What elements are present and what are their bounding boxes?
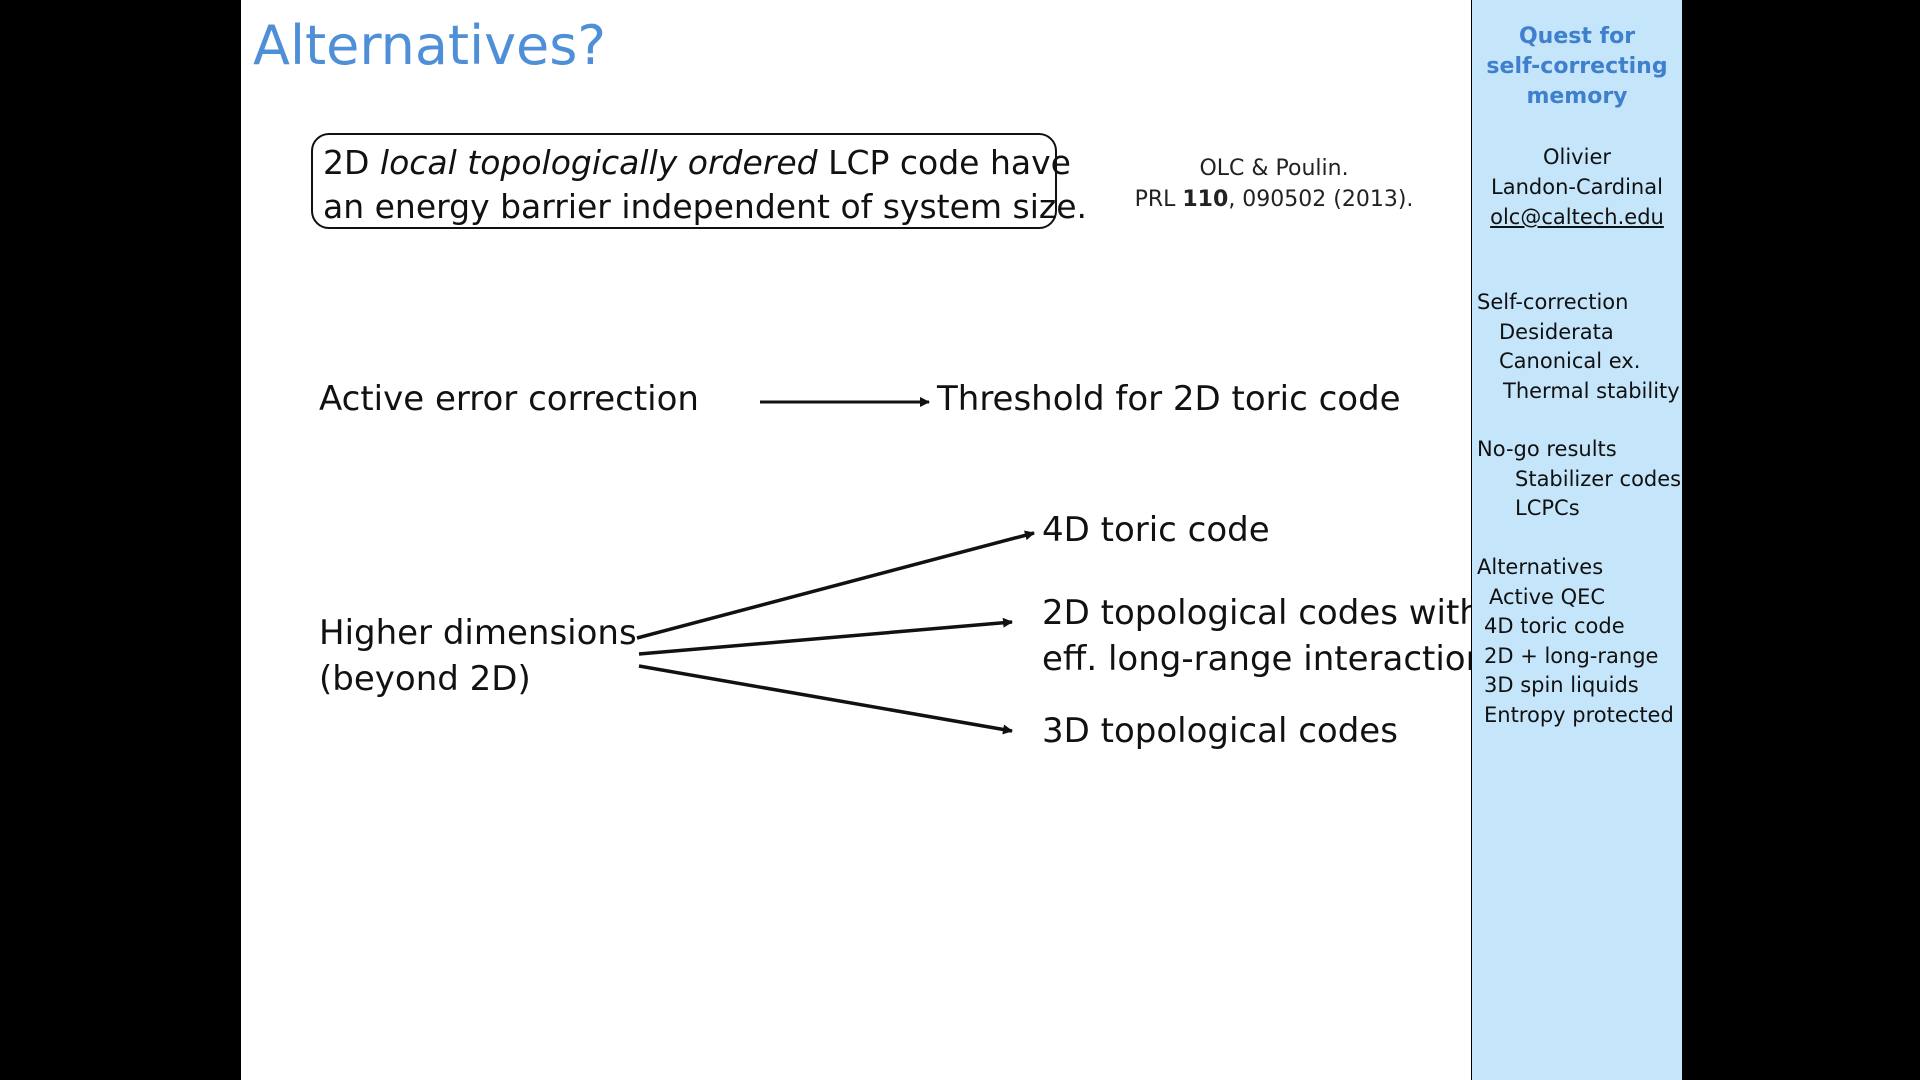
reference-volume: 110 <box>1182 187 1229 212</box>
outline-item-thermal-stability[interactable]: Thermal stability <box>1503 378 1680 403</box>
claim-line-1: 2D local topologically ordered LCP code … <box>323 141 1071 185</box>
active-error-correction-label: Active error correction <box>319 379 699 419</box>
outline-item-stabilizer[interactable]: Stabilizer codes <box>1515 466 1682 491</box>
higher-dimensions-label: Higher dimensions (beyond 2D) <box>319 610 637 702</box>
outline-item-lcpcs[interactable]: LCPCs <box>1515 496 1580 520</box>
arrow-higher-to-2d <box>638 617 1013 656</box>
sidebar-title-line-2: self-correcting <box>1486 54 1668 79</box>
topological-2d-label: 2D topological codes with eff. long-rang… <box>1042 590 1471 682</box>
sidebar-title: Quest for self-correcting memory <box>1472 22 1682 112</box>
outline-item-active-qec[interactable]: Active QEC <box>1489 584 1606 609</box>
outline-item-long-range[interactable]: 2D + long-range <box>1484 643 1659 668</box>
topological-3d-label: 3D topological codes <box>1042 711 1398 751</box>
outline-item-canonical[interactable]: Canonical ex. <box>1499 349 1641 373</box>
outline-group-nogo: No-go results Stabilizer codes LCPCs <box>1477 435 1681 524</box>
slide-title: Alternatives? <box>253 14 607 77</box>
outline-item-desiderata[interactable]: Desiderata <box>1499 319 1614 344</box>
outline-item-self-correction[interactable]: Self-correction <box>1477 290 1629 314</box>
outline-item-spin-liquids[interactable]: 3D spin liquids <box>1484 673 1639 697</box>
topological-2d-line-1: 2D topological codes with <box>1042 593 1471 633</box>
outline-item-entropy-protected[interactable]: Entropy protected <box>1484 702 1674 727</box>
author-email-link[interactable]: olc@caltech.edu <box>1490 205 1664 229</box>
higher-dimensions-line-1: Higher dimensions <box>319 613 637 653</box>
outline-group-alternatives: Alternatives Active QEC 4D toric code 2D… <box>1477 553 1674 730</box>
author-last-name: Landon-Cardinal <box>1491 175 1663 199</box>
topological-2d-line-2: eff. long-range interactions <box>1042 639 1471 679</box>
author-first-name: Olivier <box>1542 145 1611 169</box>
reference-journal: PRL <box>1134 187 1183 212</box>
claim-line-1-italic: local topologically ordered <box>379 143 818 182</box>
outline-item-alternatives[interactable]: Alternatives <box>1477 555 1604 579</box>
outline-group-self-correction: Self-correction Desiderata Canonical ex.… <box>1477 288 1680 406</box>
sidebar-title-line-3: memory <box>1526 84 1628 109</box>
outline-item-toric-4d[interactable]: 4D toric code <box>1484 614 1625 638</box>
claim-line-1-post: LCP code have <box>817 143 1071 182</box>
toric-4d-label: 4D toric code <box>1042 510 1270 550</box>
sidebar: Quest for self-correcting memory Olivier… <box>1472 0 1682 1080</box>
slide: Alternatives? 2D local topologically ord… <box>241 0 1471 1080</box>
arrow-higher-to-3d <box>638 664 1013 735</box>
claim-line-1-pre: 2D <box>323 143 380 182</box>
arrow-higher-to-4d <box>636 530 1035 640</box>
reference-line-1: OLC & Poulin. <box>1199 156 1349 181</box>
outline-item-nogo[interactable]: No-go results <box>1477 437 1617 461</box>
claim-line-2: an energy barrier independent of system … <box>323 187 1088 226</box>
reference-page-year: , 090502 (2013). <box>1228 187 1414 212</box>
reference-line-2: PRL 110, 090502 (2013). <box>1129 184 1419 215</box>
sidebar-title-line-1: Quest for <box>1518 24 1636 49</box>
reference-citation: OLC & Poulin. PRL 110, 090502 (2013). <box>1129 153 1419 215</box>
higher-dimensions-line-2: (beyond 2D) <box>319 659 531 699</box>
threshold-label: Threshold for 2D toric code <box>937 379 1401 419</box>
sidebar-author: Olivier Landon-Cardinal olc@caltech.edu <box>1472 142 1682 232</box>
claim-box: 2D local topologically ordered LCP code … <box>311 133 1088 229</box>
